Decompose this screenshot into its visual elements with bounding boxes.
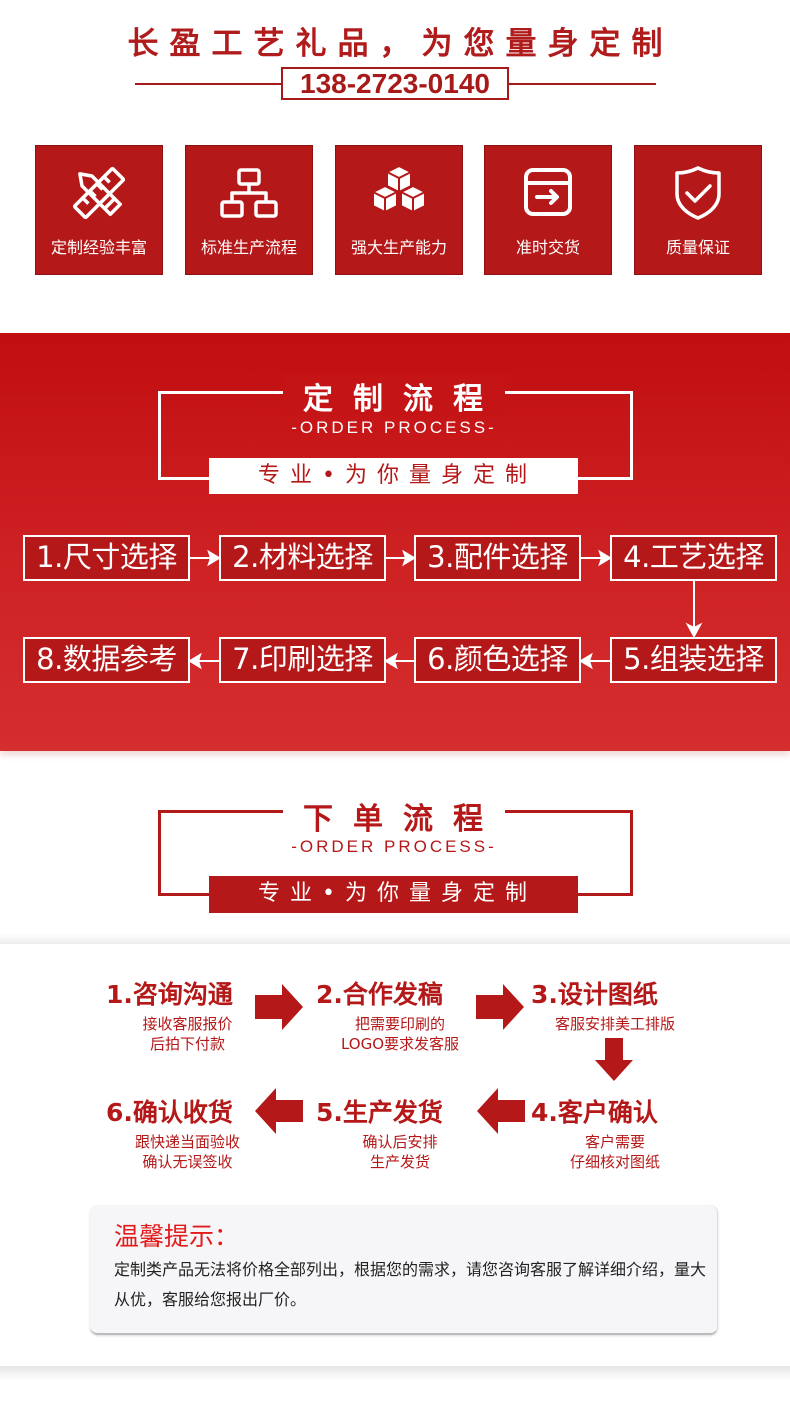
desc-line: 跟快递当面验收 xyxy=(134,1133,240,1151)
feature-tile-experience: 定制经验丰富 xyxy=(35,145,163,275)
desc-line: 后拍下付款 xyxy=(149,1035,225,1053)
feature-label: 强大生产能力 xyxy=(350,238,447,257)
process-step-6: 6.颜色选择 xyxy=(414,637,581,683)
order-step-1-desc: 接收客服报价 后拍下付款 xyxy=(110,1014,265,1054)
feature-tile-capacity: 强大生产能力 xyxy=(335,145,463,275)
feature-label: 准时交货 xyxy=(515,238,580,257)
feature-tile-quality: 质量保证 xyxy=(634,145,762,275)
order-step-2-title: 2.合作发稿 xyxy=(316,980,443,1009)
feature-tile-process: 标准生产流程 xyxy=(185,145,313,275)
page-title: 长盈工艺礼品，为您量身定制 xyxy=(127,26,674,62)
desc-line: 接收客服报价 xyxy=(142,1015,233,1033)
process-step-2: 2.材料选择 xyxy=(219,535,386,581)
desc-line: 客户需要 xyxy=(584,1133,645,1151)
section-divider xyxy=(0,934,790,944)
section-slogan: 专业•为你量身定制 xyxy=(209,876,578,913)
tip-text: 定制类产品无法将价格全部列出，根据您的需求，请您咨询客服了解详细介绍，量大从优，… xyxy=(114,1260,707,1309)
desc-line: LOGO要求发客服 xyxy=(340,1035,460,1053)
title-mask xyxy=(283,375,505,415)
phone-number[interactable]: 138-2723-0140 xyxy=(281,67,509,100)
order-step-5-title: 5.生产发货 xyxy=(316,1098,443,1127)
pencil-ruler-icon xyxy=(36,164,162,222)
desc-line: 把需要印刷的 xyxy=(354,1015,445,1033)
section-subtitle: -ORDER PROCESS- xyxy=(291,418,497,437)
desc-line: 确认无误签收 xyxy=(142,1153,233,1171)
order-step-3-title: 3.设计图纸 xyxy=(531,980,658,1009)
order-step-4-desc: 客户需要 仔细核对图纸 xyxy=(535,1132,695,1172)
process-arrows-icon xyxy=(188,549,703,670)
order-arrows-icon xyxy=(255,984,633,1134)
order-step-6-desc: 跟快递当面验收 确认无误签收 xyxy=(110,1132,265,1172)
order-step-4-title: 4.客户确认 xyxy=(531,1098,658,1127)
box-arrow-icon xyxy=(485,164,611,222)
feature-label: 标准生产流程 xyxy=(200,238,297,257)
section-slogan: 专业•为你量身定制 xyxy=(209,458,578,494)
divider-left xyxy=(135,83,283,85)
cubes-icon xyxy=(336,164,462,222)
process-step-5: 5.组装选择 xyxy=(610,637,777,683)
tip-title: 温馨提示： xyxy=(114,1222,240,1251)
feature-tile-delivery: 准时交货 xyxy=(484,145,612,275)
desc-line: 确认后安排 xyxy=(362,1133,438,1151)
order-step-3-desc: 客服安排美工排版 xyxy=(535,1014,695,1034)
process-step-8: 8.数据参考 xyxy=(23,637,190,683)
section-title: 下单流程 xyxy=(303,802,503,837)
order-step-2-desc: 把需要印刷的 LOGO要求发客服 xyxy=(320,1014,480,1054)
feature-label: 质量保证 xyxy=(665,238,730,257)
order-step-1-title: 1.咨询沟通 xyxy=(106,980,233,1009)
section-subtitle: -ORDER PROCESS- xyxy=(283,837,505,857)
feature-label: 定制经验丰富 xyxy=(50,238,147,257)
desc-line: 客服安排美工排版 xyxy=(554,1015,675,1033)
order-step-6-title: 6.确认收货 xyxy=(106,1098,233,1127)
bottom-divider xyxy=(0,1366,790,1380)
desc-line: 仔细核对图纸 xyxy=(569,1153,660,1171)
desc-line: 生产发货 xyxy=(369,1153,430,1171)
org-chart-icon xyxy=(186,164,312,222)
process-step-1: 1.尺寸选择 xyxy=(23,535,190,581)
shield-check-icon xyxy=(635,164,761,222)
divider-right xyxy=(507,83,656,85)
process-step-7: 7.印刷选择 xyxy=(219,637,386,683)
tip-box: 温馨提示： 定制类产品无法将价格全部列出，根据您的需求，请您咨询客服了解详细介绍… xyxy=(90,1205,718,1335)
title-mask xyxy=(283,795,505,835)
order-step-5-desc: 确认后安排 生产发货 xyxy=(320,1132,480,1172)
section-title: 定制流程 xyxy=(303,382,503,417)
